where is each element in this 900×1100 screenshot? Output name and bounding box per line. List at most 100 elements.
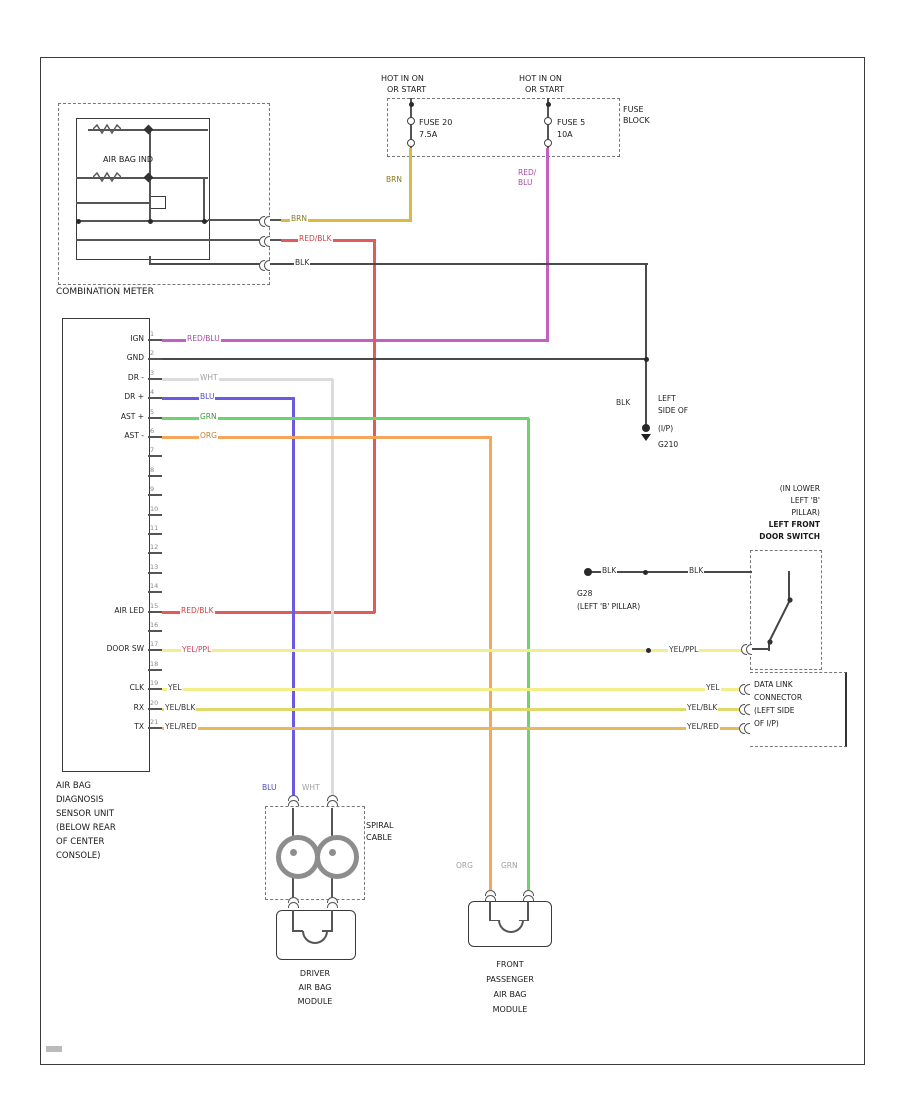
fuse5-amp: 10A bbox=[557, 130, 573, 139]
hot-feed-left-line2: OR START bbox=[387, 85, 427, 94]
connector-icon bbox=[327, 902, 338, 908]
squib-lead bbox=[489, 901, 491, 921]
wire-label-redblk-pin: RED/BLK bbox=[180, 606, 215, 616]
fuse-block-label-line1: FUSE bbox=[623, 105, 644, 114]
wire-label-grn: GRN bbox=[199, 412, 218, 422]
fuse5-name: FUSE 5 bbox=[557, 118, 586, 127]
doorsw-name-line1: LEFT FRONT bbox=[768, 520, 820, 529]
pin-number: 21 bbox=[150, 718, 159, 726]
pin-stub bbox=[148, 417, 162, 419]
splice-dot bbox=[645, 648, 651, 653]
connector-icon bbox=[739, 703, 745, 715]
wire-label-yelppl-right: YEL/PPL bbox=[668, 645, 700, 655]
ground-dot bbox=[584, 568, 592, 576]
wire-label-yelblk-right: YEL/BLK bbox=[686, 703, 719, 713]
resistor-icon bbox=[93, 123, 121, 135]
connector-icon bbox=[259, 215, 265, 227]
pin-label: RX bbox=[133, 703, 144, 712]
pin-stub bbox=[148, 649, 162, 651]
passenger-module-line1: FRONT bbox=[496, 960, 524, 969]
ground-g210-line2: SIDE OF bbox=[658, 406, 689, 415]
fuse-block-outline bbox=[387, 98, 620, 157]
spiral-lead bbox=[292, 808, 294, 836]
fuse-block-label-line2: BLOCK bbox=[623, 116, 650, 125]
squib-lead bbox=[292, 910, 294, 931]
wire-label-redblu-1: RED/ bbox=[517, 168, 538, 178]
pin-stub bbox=[148, 436, 162, 438]
wire-label-yelblk-left: YEL/BLK bbox=[164, 703, 197, 713]
spiral-cable-outline bbox=[265, 806, 365, 900]
connector-icon bbox=[327, 897, 338, 903]
pin-stub bbox=[148, 669, 162, 671]
connector-icon bbox=[263, 235, 270, 247]
pin-label: AST + bbox=[120, 412, 144, 421]
hot-feed-right-line2: OR START bbox=[525, 85, 565, 94]
pin-label: AST - bbox=[124, 431, 144, 440]
pin-label: IGN bbox=[130, 334, 144, 343]
pin-number: 9 bbox=[150, 485, 155, 493]
doorsw-name-line2: DOOR SWITCH bbox=[759, 532, 820, 541]
wire-label-brn-meter: BRN bbox=[290, 214, 308, 224]
wire-redblk-vertical bbox=[373, 240, 376, 613]
wire-label-blk-ground: BLK bbox=[615, 398, 632, 408]
pin-stub bbox=[148, 494, 162, 496]
pin-stub bbox=[148, 727, 162, 729]
wire-label-redblu-2: BLU bbox=[517, 178, 534, 188]
diagnosis-sensor-unit-box bbox=[62, 318, 150, 772]
pin-number: 19 bbox=[150, 679, 159, 687]
passenger-module-line4: MODULE bbox=[492, 1005, 528, 1014]
squib-lead bbox=[490, 919, 499, 921]
ground-icon bbox=[641, 434, 651, 441]
pin-number: 1 bbox=[150, 330, 155, 338]
meter-junction-dot bbox=[147, 218, 153, 224]
fuse20-amp: 7.5A bbox=[419, 130, 438, 139]
pin-number: 15 bbox=[150, 602, 159, 610]
ground-dot bbox=[642, 424, 650, 432]
connector-icon bbox=[485, 894, 496, 901]
wire-yelppl bbox=[162, 649, 742, 652]
connector-icon bbox=[745, 644, 752, 655]
ground-g210-line4: G210 bbox=[658, 440, 679, 449]
pin-stub bbox=[148, 514, 162, 516]
doorsw-lead-bottom bbox=[768, 641, 770, 651]
driver-airbag-module-box bbox=[276, 910, 356, 960]
connector-icon bbox=[288, 902, 299, 908]
pin-label: DR - bbox=[127, 373, 144, 382]
wire-label-yelred-left: YEL/RED bbox=[164, 722, 198, 732]
pin-label: DR + bbox=[124, 392, 144, 401]
wire-redblu-vertical bbox=[545, 148, 549, 341]
pin-number: 12 bbox=[150, 543, 159, 551]
sdm-name-line5: OF CENTER bbox=[56, 837, 105, 847]
wire-label-wht: WHT bbox=[199, 373, 219, 383]
fuse5-terminal-top bbox=[544, 117, 552, 125]
pin-stub bbox=[148, 611, 162, 613]
wire-label-yel-left: YEL bbox=[167, 683, 183, 693]
wire-label-grn-module: GRN bbox=[500, 861, 519, 871]
resistor-icon bbox=[93, 171, 121, 183]
wire-redblu-horizontal bbox=[162, 338, 549, 342]
connector-icon bbox=[485, 890, 496, 896]
pin-label: CLK bbox=[129, 683, 144, 692]
pin-number: 13 bbox=[150, 563, 159, 571]
pin-stub bbox=[148, 533, 162, 535]
connector-icon bbox=[741, 644, 747, 655]
connector-icon bbox=[288, 800, 299, 806]
pin-stub bbox=[148, 708, 162, 710]
wire-label-wht-spiral: WHT bbox=[301, 783, 321, 793]
driver-module-line1: DRIVER bbox=[299, 969, 331, 978]
passenger-module-line2: PASSENGER bbox=[486, 975, 534, 984]
spiral-coil-center bbox=[328, 848, 336, 856]
fuse20-feed-dot bbox=[408, 101, 414, 107]
meter-line-4 bbox=[203, 178, 205, 221]
meter-exit-lead-3 bbox=[149, 256, 151, 265]
connector-icon bbox=[259, 235, 265, 247]
wire-label-yelred-right: YEL/RED bbox=[686, 722, 720, 732]
pin-stub bbox=[148, 378, 162, 380]
pin-number: 16 bbox=[150, 621, 159, 629]
spiral-cable-label-line1: SPIRAL bbox=[366, 821, 394, 830]
ground-g210-line1: LEFT bbox=[658, 394, 676, 403]
wire-blk-vertical bbox=[645, 264, 647, 426]
meter-exit-lead-2 bbox=[208, 239, 281, 241]
combination-meter-label: COMBINATION METER bbox=[56, 287, 154, 297]
splice-dot bbox=[643, 569, 648, 575]
